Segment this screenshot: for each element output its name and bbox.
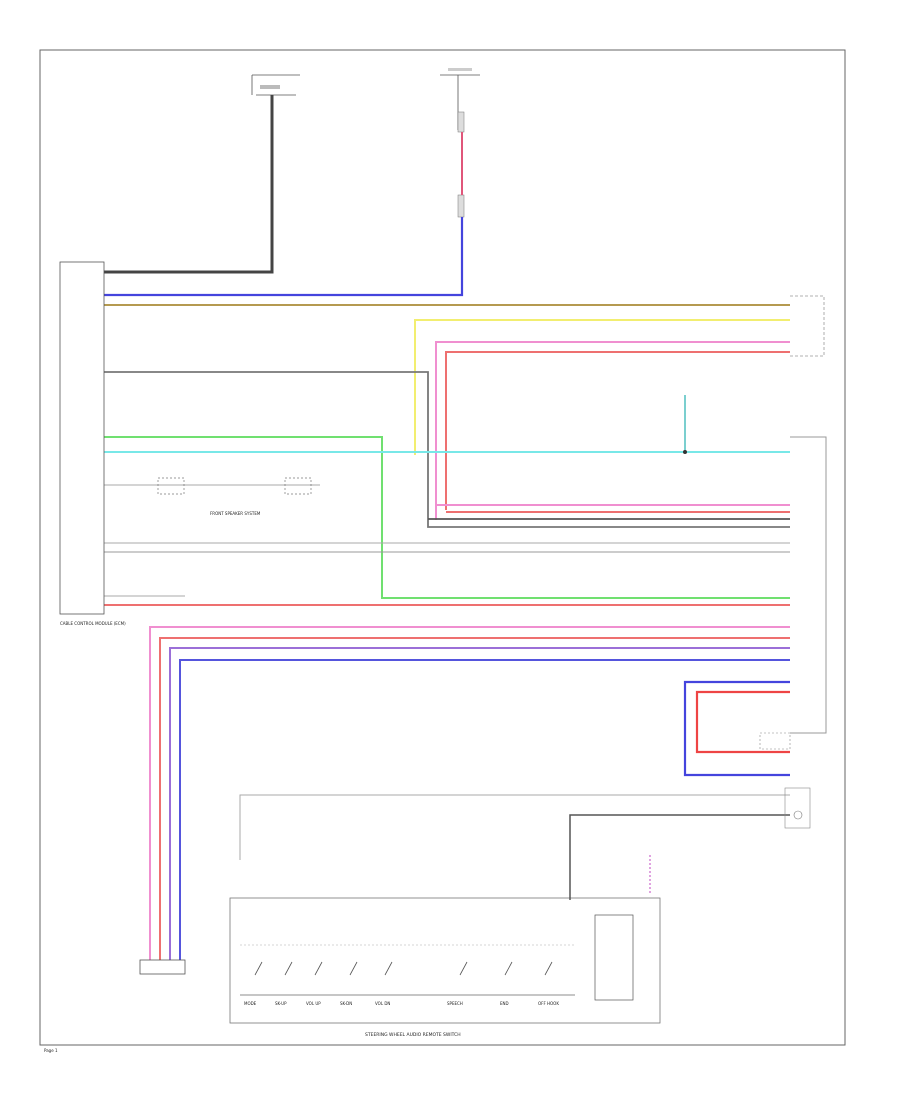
front-speaker-group-label: FRONT SPEAKER SYSTEM xyxy=(210,511,261,516)
switch-label-speech: SPEECH xyxy=(447,1001,463,1006)
wire-bundle-blue xyxy=(179,659,790,960)
connector-bracket-top xyxy=(790,295,825,357)
steering-switch-module: MODE SK-UP VOL UP SK-DN VOL DN SPEECH EN… xyxy=(229,855,661,1038)
front-speaker-component-a xyxy=(157,477,185,495)
wire-bundle-purple xyxy=(169,647,790,960)
fuse-block-top xyxy=(440,68,480,218)
wire-right-red-loop xyxy=(695,690,790,754)
wire-yellow xyxy=(414,319,790,455)
wire-gray-loop xyxy=(104,371,790,528)
wire-steering-dark xyxy=(569,814,790,870)
switch-label-mode: MODE xyxy=(244,1001,257,1006)
footer-label: Page 1 xyxy=(44,1048,58,1053)
switch-label-skip-down: SK-DN xyxy=(340,1001,352,1006)
switch-row xyxy=(254,961,553,976)
wire-bundle-red xyxy=(159,637,790,960)
wire-green xyxy=(104,436,790,599)
ecm-module-label: CABLE CONTROL MODULE (ECM) xyxy=(60,621,126,626)
speaker-junction xyxy=(683,450,687,454)
wire-red-pair-a xyxy=(445,351,790,510)
switch-label-off-hook: OFF HOOK xyxy=(538,1001,559,1006)
ground-block-top xyxy=(251,74,300,96)
switch-label-end: END xyxy=(500,1001,509,1006)
diagram-border xyxy=(39,49,846,1046)
steering-switch-title: STEERING WHEEL AUDIO REMOTE SWITCH xyxy=(365,1032,461,1038)
right-connector-audio xyxy=(759,732,791,750)
wire-bundle-pink xyxy=(149,626,790,960)
wire-pink-pair-a xyxy=(435,341,790,520)
ecm-module: CABLE CONTROL MODULE (ECM) xyxy=(59,261,126,626)
bottom-left-connector xyxy=(139,959,186,975)
wire-right-vertical xyxy=(790,436,827,734)
switch-label-vol-down: VOL DN xyxy=(375,1001,390,1006)
wire-steering-top xyxy=(239,794,790,860)
wire-fuse-feed-blue xyxy=(104,217,464,297)
right-connector-lower xyxy=(784,787,811,829)
switch-label-vol-up: VOL UP xyxy=(306,1001,321,1006)
wire-right-blue-loop xyxy=(683,680,790,777)
switch-label-skip-up: SK-UP xyxy=(275,1001,287,1006)
front-speaker-component-b xyxy=(284,477,312,495)
wire-ground xyxy=(104,95,274,274)
